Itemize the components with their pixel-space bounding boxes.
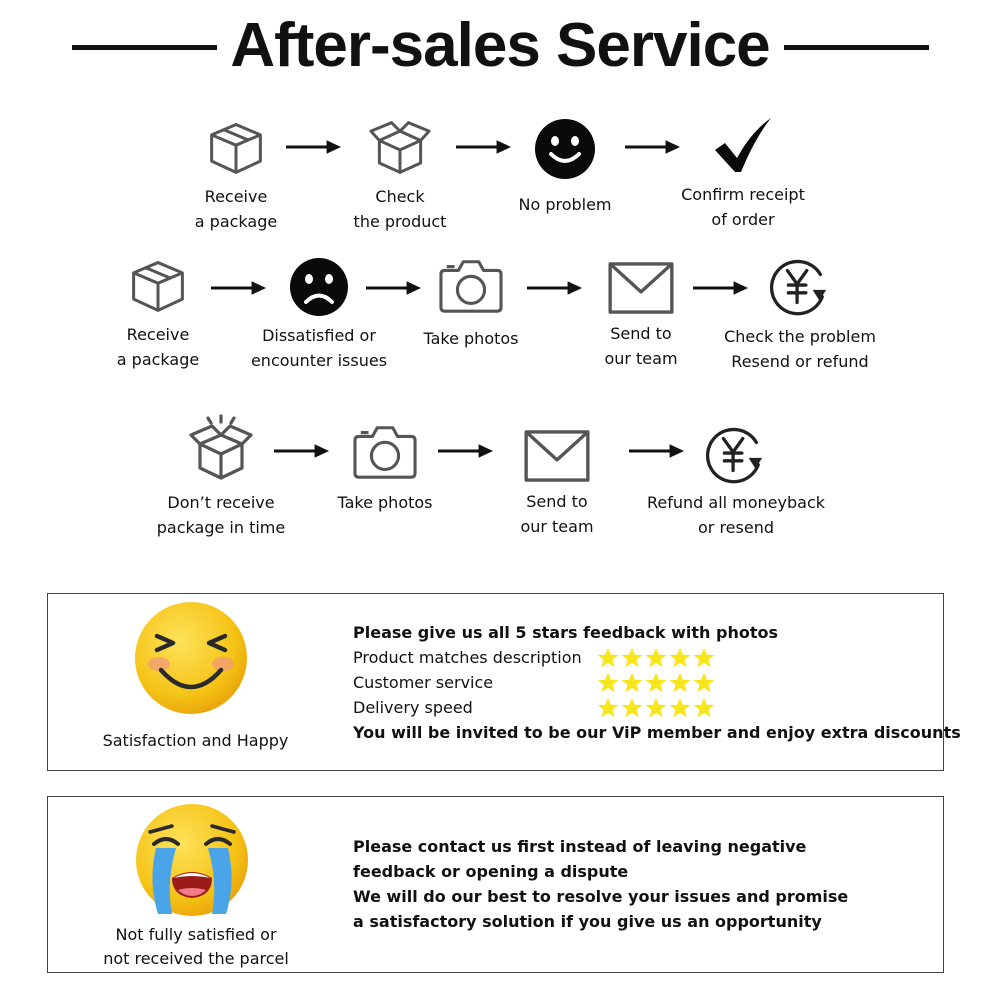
flow1-step-confirm: Confirm receipt of order — [668, 116, 818, 232]
sad-face-label: Not fully satisfied or not received the … — [103, 925, 289, 968]
feedback-headline: Please give us all 5 stars feedback with… — [353, 623, 779, 642]
flow2-step-dissatisfied: Dissatisfied or encounter issues — [244, 257, 394, 373]
camera-icon — [351, 420, 419, 482]
arrow-icon — [456, 139, 512, 155]
envelope-icon — [607, 261, 675, 315]
package-closed-icon — [128, 256, 188, 316]
flow1-step-no-problem: No problem — [505, 118, 625, 217]
vip-invitation: You will be invited to be our ViP member… — [353, 723, 961, 742]
happy-panel-content: Please give us all 5 stars feedback with… — [353, 620, 961, 745]
flow3-step-photos: Take photos — [324, 420, 446, 515]
rating-row-service: Customer service — [353, 670, 961, 695]
star-icon — [669, 697, 691, 719]
arrow-icon — [527, 280, 583, 296]
flow2-step-resolve: Check the problem Resend or refund — [720, 256, 880, 374]
five-star-rating — [597, 672, 715, 694]
checkmark-icon — [715, 118, 771, 172]
star-icon — [597, 647, 619, 669]
package-open-icon — [367, 118, 433, 178]
envelope-icon — [523, 429, 591, 483]
star-icon — [693, 672, 715, 694]
rating-row-delivery: Delivery speed — [353, 695, 961, 720]
five-star-rating — [597, 697, 715, 719]
yen-refund-icon — [766, 256, 834, 318]
star-icon — [645, 672, 667, 694]
five-star-rating — [597, 647, 715, 669]
smiling-face-icon — [535, 119, 595, 179]
star-icon — [597, 697, 619, 719]
star-icon — [597, 672, 619, 694]
star-icon — [621, 647, 643, 669]
yen-refund-icon — [702, 424, 770, 486]
title-rule-left — [72, 45, 217, 50]
star-icon — [693, 697, 715, 719]
star-icon — [693, 647, 715, 669]
flow2-step-receive: Receive a package — [88, 256, 228, 372]
flow3-step-send: Send to our team — [502, 429, 612, 539]
camera-icon — [437, 254, 505, 316]
contact-message: Please contact us first instead of leavi… — [353, 837, 849, 931]
happy-feedback-panel: Satisfaction and Happy Please give us al… — [47, 593, 961, 771]
laughing-emoji-icon — [135, 602, 247, 714]
star-icon — [669, 647, 691, 669]
happy-face-label: Satisfaction and Happy — [102, 731, 289, 750]
flow2-step-send: Send to our team — [586, 261, 696, 371]
package-closed-icon — [206, 118, 266, 178]
rating-row-description: Product matches description — [353, 645, 961, 670]
star-icon — [621, 697, 643, 719]
star-icon — [621, 672, 643, 694]
flow1-step-receive: Receive a package — [164, 118, 308, 234]
arrow-icon — [274, 443, 330, 459]
unsatisfied-contact-panel: Not fully satisfied or not received the … — [47, 796, 944, 973]
star-icon — [645, 697, 667, 719]
title-rule-right — [784, 45, 929, 50]
flow3-step-not-received: Don’t receive package in time — [150, 414, 292, 540]
flow3-step-refund: Refund all moneyback or resend — [640, 424, 832, 540]
star-icon — [645, 647, 667, 669]
sad-face-icon — [290, 258, 348, 316]
arrow-icon — [438, 443, 494, 459]
crying-emoji-icon — [136, 804, 248, 916]
flow2-step-photos: Take photos — [410, 254, 532, 351]
package-burst-icon — [186, 414, 256, 484]
flow1-step-check: Check the product — [330, 118, 470, 234]
star-icon — [669, 672, 691, 694]
page-title: After-sales Service — [230, 11, 770, 80]
